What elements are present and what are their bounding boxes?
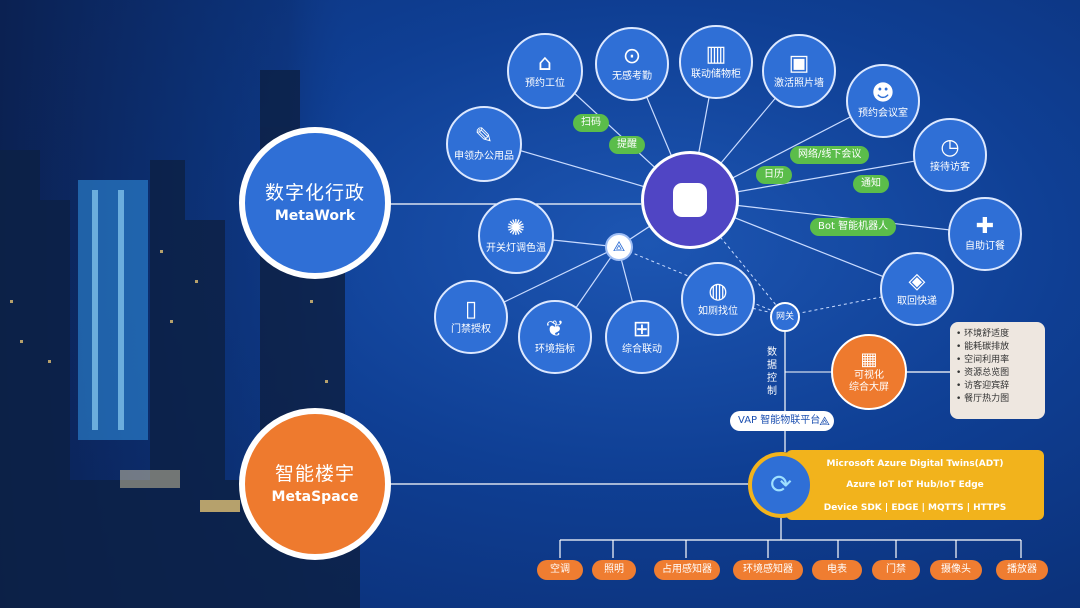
metawork-circle[interactable]: 数字化行政 MetaWork [239,127,391,279]
device-player[interactable]: 播放器 [996,560,1048,580]
metawork-title: 数字化行政 [264,182,365,204]
group-icon: ☻ [871,81,895,106]
azure-sync-icon[interactable]: ⟳ [748,452,814,518]
service-parcel[interactable]: ◈ 取回快递 [880,252,954,326]
service-toilet[interactable]: ◍ 如厕找位 [681,262,755,336]
metawork-subtitle: MetaWork [274,208,356,224]
dashboard-metrics-panel: • 环境舒适度 • 能耗碳排放 • 空间利用率 • 资源总览图 • 访客迎宾辞 … [950,322,1045,419]
metric-item: • 环境舒适度 [956,329,1010,339]
metaspace-circle[interactable]: 智能楼宇 MetaSpace [239,408,391,560]
device-meter[interactable]: 电表 [812,560,862,580]
metaspace-subtitle: MetaSpace [271,489,359,505]
service-visitor[interactable]: ◷ 接待访客 [913,118,987,192]
service-environment[interactable]: ❦ 环境指标 [518,300,592,374]
service-attendance[interactable]: ⊙ 无感考勤 [595,27,669,101]
metric-item: • 资源总览图 [956,368,1010,378]
azure-line-iothub: Azure IoT IoT Hub/IoT Edge [846,480,984,490]
city-skyline [0,70,360,608]
locker-icon: ▥ [705,42,727,67]
city-lights [10,150,328,512]
service-meeting-room[interactable]: ☻ 预约会议室 [846,64,920,138]
data-control-label: 数据控制 [767,347,777,397]
bar-chart-icon: ▦ [860,349,878,370]
tag-scan: 扫码 [573,114,609,132]
ruler-icon: ✎ [474,124,494,149]
device-access[interactable]: 门禁 [872,560,920,580]
bulb-icon: ✺ [506,216,526,241]
vap-platform-pill[interactable]: VAP 智能物联平台 ⟁ [730,411,834,431]
toilet-icon: ◍ [708,279,728,304]
azure-line-adt: Microsoft Azure Digital Twins(ADT) [826,459,1004,469]
azure-stack-panel: Microsoft Azure Digital Twins(ADT) Azure… [786,450,1044,520]
tag-meeting: 网络/线下会议 [790,146,870,164]
device-camera[interactable]: 摄像头 [930,560,982,580]
service-photo-wall[interactable]: ▣ 激活照片墙 [762,34,836,108]
device-ac[interactable]: 空调 [537,560,583,580]
metric-item: • 餐厅热力图 [956,394,1010,404]
visitor-icon: ◷ [940,135,960,160]
photo-icon: ▣ [788,51,810,76]
glowing-tower [78,180,148,440]
network-hub-icon: ⟁ [605,233,633,261]
azure-line-protocols: Device SDK | EDGE | MQTTS | HTTPS [823,503,1007,513]
service-locker[interactable]: ▥ 联动储物柜 [679,25,753,99]
metaspace-title: 智能楼宇 [274,463,355,485]
service-reserve-seat[interactable]: ⌂ 预约工位 [507,33,583,109]
network-hub-icon: ⟁ [819,414,830,428]
device-occupancy[interactable]: 占用感知器 [654,560,720,580]
tag-remind: 提醒 [609,136,645,154]
service-ordering[interactable]: ✚ 自助订餐 [948,197,1022,271]
box-icon: ◈ [908,269,926,294]
panel-icon: ⊞ [632,317,652,342]
metric-item: • 能耗碳排放 [956,342,1010,352]
metric-item: • 访客迎宾辞 [956,381,1010,391]
core-app-hub[interactable] [641,151,739,249]
app-logo-icon [673,183,707,217]
tag-bot: Bot 智能机器人 [810,218,897,236]
metric-item: • 空间利用率 [956,355,1010,365]
door-icon: ▯ [464,297,478,322]
leaf-icon: ❦ [545,317,565,342]
location-pin-icon: ⊙ [622,44,642,69]
service-door[interactable]: ▯ 门禁授权 [434,280,508,354]
service-linkage[interactable]: ⊞ 综合联动 [605,300,679,374]
utensils-icon: ✚ [975,214,995,239]
device-lighting[interactable]: 照明 [592,560,636,580]
service-office-supply[interactable]: ✎ 申领办公用品 [446,106,522,182]
service-light[interactable]: ✺ 开关灯调色温 [478,198,554,274]
chair-icon: ⌂ [538,51,552,76]
tag-calendar: 日历 [756,166,792,184]
device-env-sensor[interactable]: 环境感知器 [733,560,803,580]
tag-notify: 通知 [853,175,889,193]
gateway-node[interactable]: 网关 [770,302,800,332]
dashboard-node[interactable]: ▦ 可视化 综合大屏 [831,334,907,410]
